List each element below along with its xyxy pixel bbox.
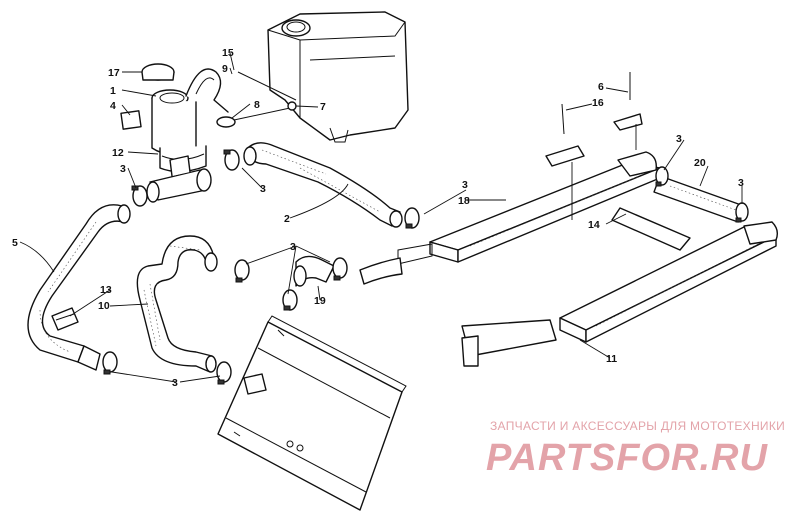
lower-hose-long [27, 204, 131, 371]
callout-8: 8 [254, 99, 260, 111]
hose-clamp [282, 289, 298, 311]
callout-3a: 3 [120, 163, 126, 175]
callout-3f: 3 [676, 133, 682, 145]
bracket-14 [611, 207, 691, 251]
callout-3b: 3 [260, 183, 266, 195]
callout-5: 5 [12, 237, 18, 249]
callout-16: 16 [592, 97, 604, 109]
hose-clamp [223, 149, 240, 171]
callout-11: 11 [606, 353, 617, 365]
cooler-rail-11 [559, 225, 777, 343]
hose-clamp [102, 351, 118, 375]
corrugated-hose [136, 235, 218, 373]
callout-18: 18 [458, 195, 470, 207]
heat-exchanger [217, 315, 407, 511]
callout-12: 12 [112, 147, 124, 159]
callout-3d: 3 [290, 241, 296, 253]
callout-10: 10 [98, 300, 110, 312]
callout-3c: 3 [462, 179, 468, 191]
leader-lines [19, 52, 743, 383]
callout-2: 2 [284, 213, 290, 225]
watermark-tagline: ЗАПЧАСТИ И АКСЕССУАРЫ ДЛЯ МОТОТЕХНИКИ [490, 419, 785, 433]
bracket [545, 145, 585, 167]
overflow-hose [185, 68, 297, 128]
hose-clamp [735, 202, 749, 223]
callout-9: 9 [222, 63, 228, 75]
hose-clamp [216, 361, 232, 385]
callout-3g: 3 [738, 177, 744, 189]
callout-1: 1 [110, 85, 116, 97]
mounting-hardware [545, 72, 643, 220]
callout-19: 19 [314, 295, 326, 307]
hose-clamp [131, 185, 148, 207]
callout-7: 7 [320, 101, 326, 113]
callout-14: 14 [588, 219, 600, 231]
callout-15: 15 [222, 47, 234, 59]
grommet [51, 307, 79, 331]
callout-3e: 3 [172, 377, 178, 389]
hose-clamp [234, 259, 250, 283]
pressure-bottle [120, 63, 207, 173]
hose-clamp [404, 207, 420, 229]
cooler-rail-18 [359, 161, 661, 285]
watermark: ЗАПЧАСТИ И АКСЕССУАРЫ ДЛЯ МОТОТЕХНИКИ PA… [486, 419, 785, 479]
decal [120, 110, 142, 130]
hose-clamp [216, 116, 236, 128]
callout-6: 6 [598, 81, 604, 93]
hose-clamp [332, 257, 348, 281]
coolant-tank [267, 11, 409, 143]
cooler-end-fittings [461, 151, 779, 367]
tee-fitting [146, 155, 212, 203]
callout-13: 13 [100, 284, 112, 296]
callout-4: 4 [110, 100, 116, 112]
callout-20: 20 [694, 157, 706, 169]
upper-hose [243, 142, 403, 228]
crossover-hose [653, 175, 745, 223]
hose-clamp [655, 166, 669, 187]
callout-17: 17 [108, 67, 120, 79]
watermark-logo: PARTSFOR.RU [486, 437, 768, 479]
callout-labels: 17 1 4 12 3 15 9 8 7 3 2 3 18 5 3 19 13 … [12, 47, 744, 389]
hose-clamps [102, 149, 749, 385]
bracket [613, 113, 643, 131]
short-hose [293, 255, 335, 287]
